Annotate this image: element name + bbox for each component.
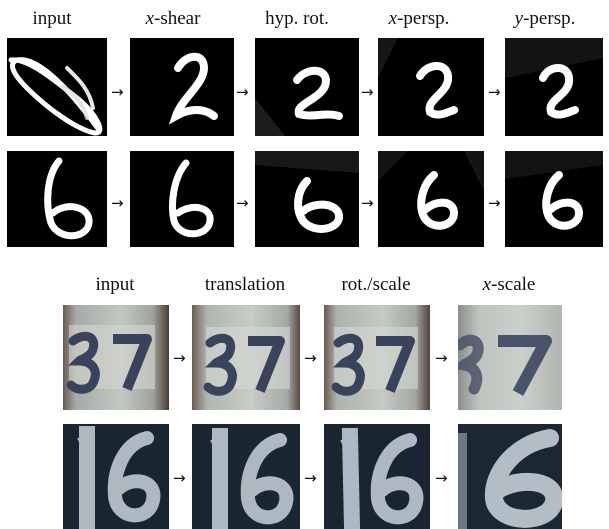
header-top-1-math: x bbox=[145, 8, 155, 29]
header-bottom-3-text: -scale bbox=[491, 274, 536, 295]
header-top-4-text: -persp. bbox=[523, 8, 576, 29]
arrow-bottom-r1-3: → bbox=[435, 349, 448, 367]
header-bottom-1-text: translation bbox=[204, 274, 286, 295]
svhn-row1-input bbox=[63, 305, 169, 410]
header-bottom-0: input bbox=[95, 274, 134, 296]
header-bottom-3: x-scale bbox=[483, 274, 536, 296]
arrow-top-r2-2: → bbox=[236, 194, 249, 212]
header-top-0: input bbox=[32, 8, 71, 30]
arrow-top-r1-1: → bbox=[111, 83, 124, 101]
svhn-row2-input bbox=[63, 424, 169, 529]
mnist-row2-xshear bbox=[130, 151, 234, 247]
header-bottom-1: translation bbox=[205, 274, 285, 296]
header-top-2-text: hyp. rot. bbox=[265, 8, 329, 29]
header-top-3-text: -persp. bbox=[397, 8, 450, 29]
arrow-top-r2-4: → bbox=[488, 194, 501, 212]
header-top-3-math: x bbox=[388, 8, 398, 29]
svhn-row2-rotscale bbox=[324, 424, 430, 529]
arrow-top-r2-1: → bbox=[111, 194, 124, 212]
header-bottom-2-text: rot./scale bbox=[341, 274, 411, 295]
arrow-bottom-r1-2: → bbox=[304, 349, 317, 367]
mnist-row1-input bbox=[7, 38, 107, 136]
svhn-row1-xscale bbox=[458, 305, 562, 410]
header-bottom-2: rot./scale bbox=[341, 274, 410, 296]
arrow-top-r1-3: → bbox=[361, 83, 374, 101]
svhn-row2-xscale bbox=[458, 424, 562, 529]
svhn-row1-rotscale bbox=[324, 305, 430, 410]
mnist-row2-xpersp bbox=[378, 151, 484, 247]
svhn-row1-translation bbox=[192, 305, 300, 410]
arrow-top-r2-3: → bbox=[361, 194, 374, 212]
mnist-row1-xshear bbox=[130, 38, 234, 136]
mnist-row1-hyprot bbox=[255, 38, 359, 136]
header-top-4-math: y bbox=[514, 8, 524, 29]
arrow-top-r1-2: → bbox=[236, 83, 249, 101]
header-top-1: x-shear bbox=[146, 8, 201, 30]
mnist-row2-hyprot bbox=[255, 151, 359, 247]
header-bottom-0-text: input bbox=[95, 274, 135, 295]
header-bottom-3-math: x bbox=[482, 274, 492, 295]
arrow-bottom-r2-3: → bbox=[435, 469, 448, 487]
mnist-row2-input bbox=[7, 151, 107, 247]
mnist-row2-ypersp bbox=[505, 151, 603, 247]
svhn-row2-translation bbox=[192, 424, 300, 529]
header-top-1-text: -shear bbox=[154, 8, 201, 29]
header-top-2: hyp. rot. bbox=[265, 8, 329, 30]
mnist-row1-xpersp bbox=[378, 38, 484, 136]
arrow-bottom-r1-1: → bbox=[173, 349, 186, 367]
arrow-top-r1-4: → bbox=[488, 83, 501, 101]
arrow-bottom-r2-2: → bbox=[304, 469, 317, 487]
header-top-0-text: input bbox=[32, 8, 72, 29]
header-top-4: y-persp. bbox=[515, 8, 576, 30]
header-top-3: x-persp. bbox=[389, 8, 450, 30]
mnist-row1-ypersp bbox=[505, 38, 603, 136]
arrow-bottom-r2-1: → bbox=[173, 469, 186, 487]
